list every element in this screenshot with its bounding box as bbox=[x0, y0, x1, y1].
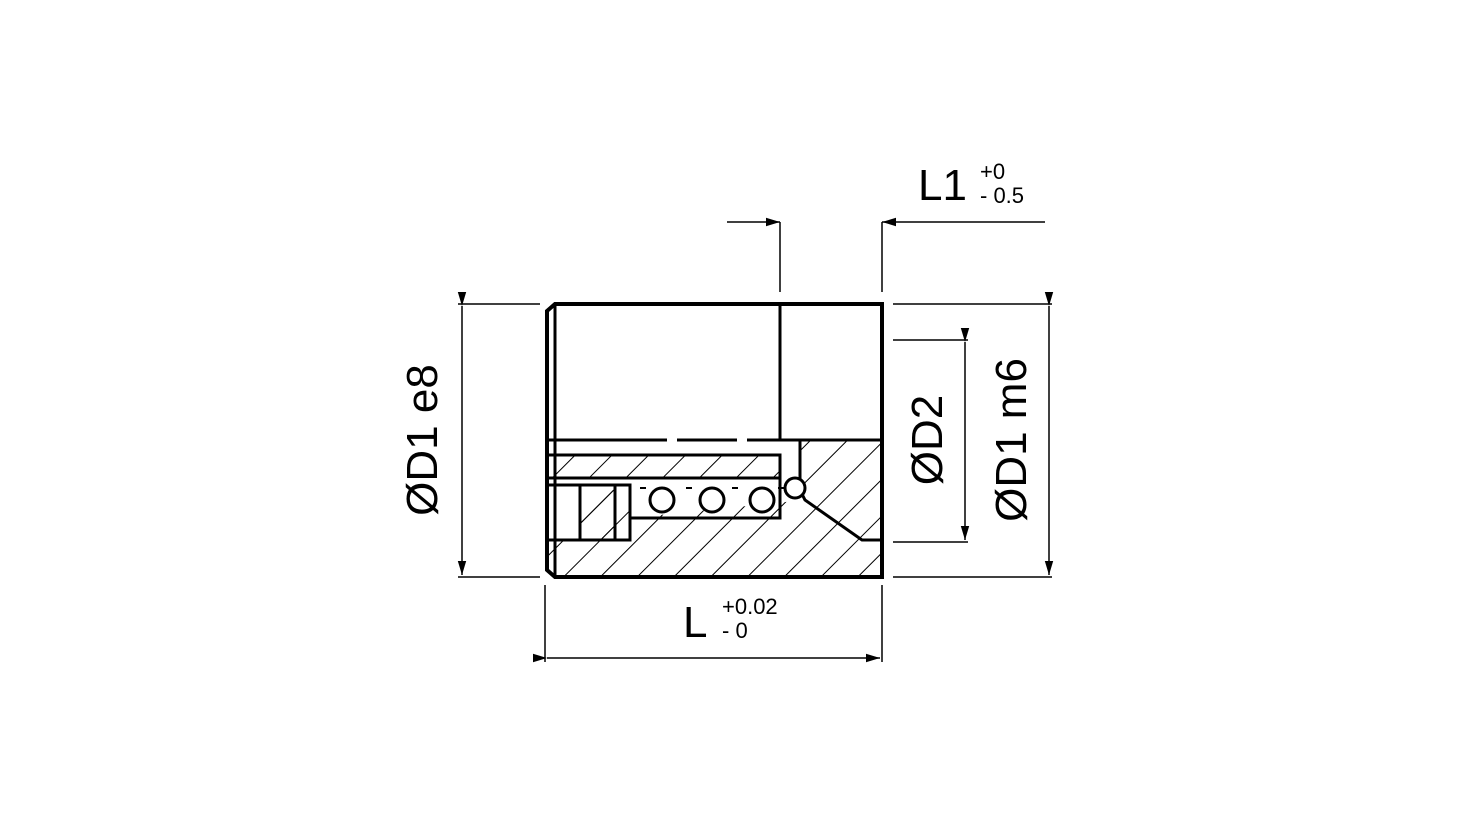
upper-sleeve-contour bbox=[547, 453, 782, 520]
lower-bore-contour bbox=[547, 483, 632, 542]
d1-e8-label: ØD1 e8 bbox=[398, 364, 447, 516]
hatch-upper-sleeve bbox=[547, 455, 780, 478]
part-body bbox=[545, 302, 884, 579]
d2-label: ØD2 bbox=[903, 395, 952, 485]
l1-label: L1 bbox=[918, 161, 967, 210]
spring-coil bbox=[698, 486, 726, 514]
hatch-plug bbox=[580, 485, 615, 540]
l-tol-lower: - 0 bbox=[722, 618, 748, 643]
l-tol-upper: +0.02 bbox=[722, 594, 778, 619]
l-label: L bbox=[683, 598, 707, 647]
hatch-bottom-section bbox=[547, 490, 882, 575]
right-block-contour bbox=[798, 438, 882, 542]
l1-tol-lower: - 0.5 bbox=[980, 183, 1024, 208]
l1-tol-upper: +0 bbox=[980, 159, 1005, 184]
hatch-right-block bbox=[800, 440, 882, 540]
dimension-lines bbox=[457, 217, 1054, 663]
d1-m6-label: ØD1 m6 bbox=[987, 358, 1036, 522]
dimension-labels: L1 +0 - 0.5 L +0.02 - 0 ØD1 e8 ØD2 ØD1 m… bbox=[398, 159, 1036, 647]
locking-ball bbox=[783, 476, 807, 500]
spring-coil bbox=[748, 486, 776, 514]
spring-coil bbox=[648, 486, 676, 514]
